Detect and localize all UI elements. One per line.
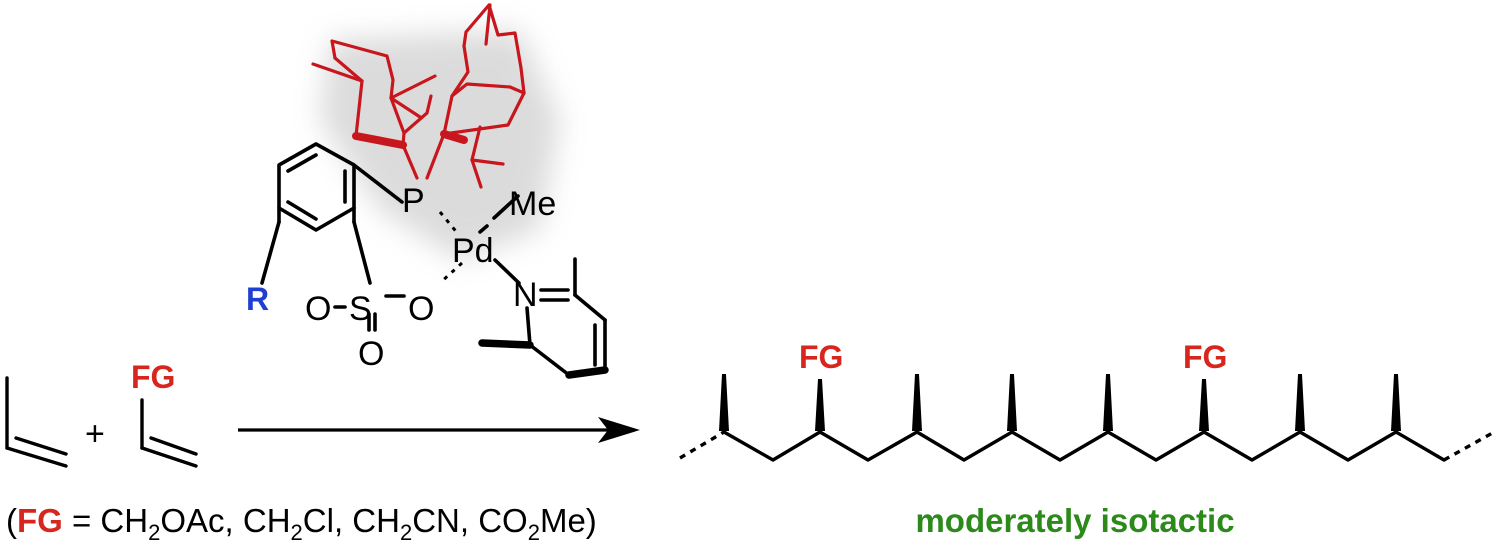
red-to-P-bonds [401,132,446,180]
atom-N: N [513,276,538,314]
atom-O-left: O [305,290,331,328]
polymer-chain [722,430,1446,462]
reaction-arrow [238,417,640,443]
red-cyclohexyl-ligands [311,3,526,189]
fg-label-polymer-2: FG [1183,339,1227,375]
red-bold-bonds [352,130,468,149]
atom-O-bridge: O [408,290,434,328]
atom-S: S [349,290,372,328]
catalyst-skeleton [260,142,607,377]
benzene-ring [277,142,356,232]
atom-O-bottom: O [358,335,384,373]
polymer-chain-dashed-ends [679,429,1497,462]
fg-label-polymer-1: FG [799,339,843,375]
isotactic-caption: moderately isotactic [915,502,1234,539]
R-group-label: R [246,281,269,317]
propylene-molecule [5,376,68,468]
atom-Pd: Pd [452,232,494,270]
plus-sign: + [85,415,105,453]
atom-Me: Me [509,185,556,223]
polymer-wedge-bonds [719,374,1401,431]
coordination-dashes [438,211,464,284]
fg-label-monomer: FG [131,359,175,395]
fg-vinyl-monomer [140,398,198,468]
pyridine-bold-bonds [478,339,609,379]
atom-P: P [402,182,425,220]
fg-definition-caption: (FG = CH2OAc, CH2Cl, CH2CN, CO2Me) [6,502,597,545]
